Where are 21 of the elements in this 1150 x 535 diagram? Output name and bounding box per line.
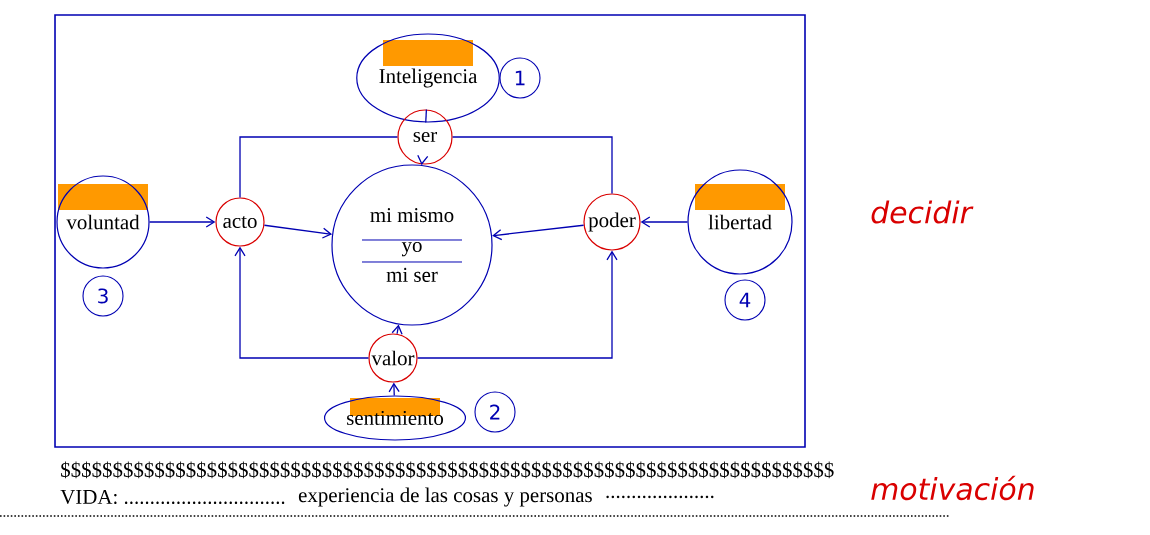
arrow — [492, 224, 585, 241]
arrow — [640, 216, 689, 228]
text-line: VIDA: ............................... — [60, 489, 285, 505]
text-line: experiencia de las cosas y personas — [298, 487, 592, 507]
connector — [239, 136, 399, 199]
connector — [451, 136, 613, 195]
arrow — [234, 246, 370, 359]
arrow — [391, 324, 403, 335]
circled-number: 4 — [724, 279, 766, 321]
circled-number: 3 — [82, 275, 124, 317]
arrow — [416, 250, 618, 359]
text-line: ..................... — [606, 495, 714, 499]
arrow — [263, 224, 333, 239]
circled-number: 2 — [474, 391, 516, 433]
arrow — [388, 382, 400, 397]
handwritten-note: motivación — [871, 475, 1034, 501]
connector — [425, 108, 428, 124]
handwritten-note: decidir — [871, 200, 974, 224]
text-line: $$$$$$$$$$$$$$$$$$$$$$$$$$$$$$$$$$$$$$$$$$$$$$$$$$$$$$$$$$$$$$$$$$$$$$$$$$ — [61, 461, 834, 479]
circled-number: 1 — [499, 57, 541, 99]
arrow — [148, 216, 216, 228]
